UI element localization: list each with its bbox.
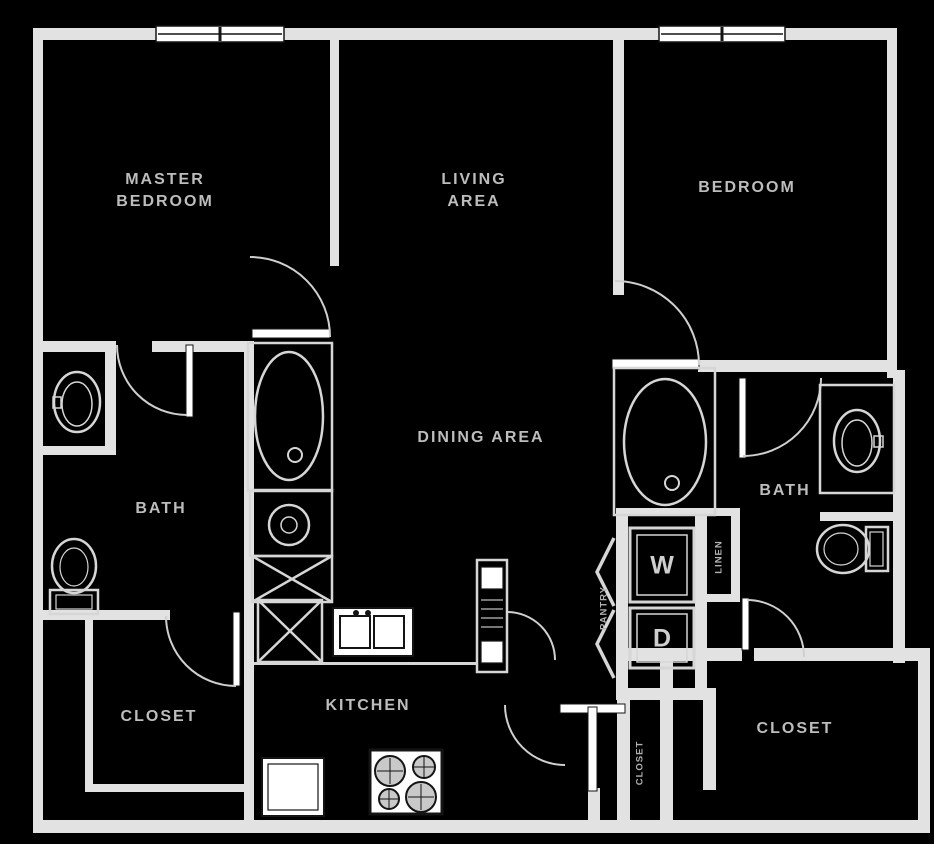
label-kitchen: KITCHEN [325,697,411,714]
label-dining-area: DINING AREA [417,429,545,446]
toilet-left-icon [48,537,100,616]
door-leaf-entry-b-icon [587,706,598,792]
door-leaf-closet-left-icon [232,611,241,687]
kitchen-double-sink-icon [332,607,414,657]
cabinet-x-icons [250,554,334,664]
door-leaf-master-icon [251,328,331,339]
kitchen-counter-icon [261,757,325,817]
sink-right-icon [818,383,896,495]
kitchen-cabinet-sink-icon [248,488,334,558]
label-master-bedroom: MASTER BEDROOM [116,169,214,213]
door-arc-bath-right-icon [742,377,822,457]
label-master-line1: MASTER [125,171,205,188]
door-arc-bedroom-icon [614,280,700,366]
label-closet-left: CLOSET [120,708,198,725]
washer-icon [628,526,696,604]
label-washer: W [650,551,674,580]
stove-icon [368,748,444,816]
arc-kitchen-peninsula-icon [506,611,556,661]
label-closet-small: CLOSET [634,740,646,786]
window-master-icon [155,25,285,43]
label-linen: LINEN [713,540,725,574]
door-leaf-closet-right-icon [741,597,750,651]
label-pantry: PANTRY [598,586,610,630]
dryer-icon [628,606,696,670]
door-arcs [116,256,822,766]
door-arc-closet-right-icon [746,599,805,658]
bifold-door-pantry-icon [595,537,616,679]
door-leaf-bath-left-icon [185,344,194,418]
label-living-line2: AREA [447,193,501,210]
interior-walls [43,40,930,820]
label-bath-right: BATH [759,482,811,499]
label-living-line1: LIVING [441,171,507,188]
label-closet-right: CLOSET [756,720,834,737]
sink-left-icon [52,370,102,434]
bathtub-left-icon [246,341,334,493]
window-bedroom-icon [658,25,786,43]
label-bath-left: BATH [135,500,187,517]
bathtub-right-icon [612,366,717,517]
door-leaf-bath-right-icon [738,377,747,459]
label-dryer: D [652,624,672,653]
toilet-right-icon [815,523,890,575]
kitchen-peninsula-icon [475,558,509,674]
label-bedroom: BEDROOM [698,179,796,196]
door-arc-closet-left-icon [165,615,237,687]
label-master-line2: BEDROOM [116,193,214,210]
door-arc-entry-icon [504,704,566,766]
label-living-area: LIVING AREA [441,169,506,213]
door-arc-bath-left-icon [116,344,188,416]
door-arc-master-icon [249,256,331,338]
